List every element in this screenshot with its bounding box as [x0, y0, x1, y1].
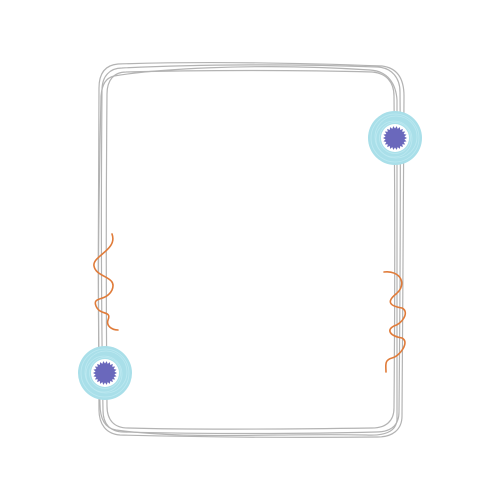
center-dot [383, 126, 407, 150]
left-squiggle-line [93, 233, 119, 331]
frame-stroke-1 [100, 64, 402, 435]
right-squiggle [383, 271, 407, 373]
frame-stroke-3 [105, 69, 396, 430]
bottom-left-ring-scribble [80, 348, 130, 398]
frame-stroke-2 [97, 61, 405, 438]
top-right-dot [383, 126, 407, 150]
bottom-left-dot [93, 361, 117, 385]
frame-stroke-4 [97, 66, 398, 437]
center-dot [93, 361, 117, 385]
top-right-ring [368, 111, 422, 165]
left-squiggle [93, 233, 119, 331]
bottom-left-ring [78, 346, 132, 400]
sketchy-frame [97, 61, 405, 438]
right-squiggle-line [383, 271, 407, 373]
top-right-ring-scribble [370, 113, 420, 163]
